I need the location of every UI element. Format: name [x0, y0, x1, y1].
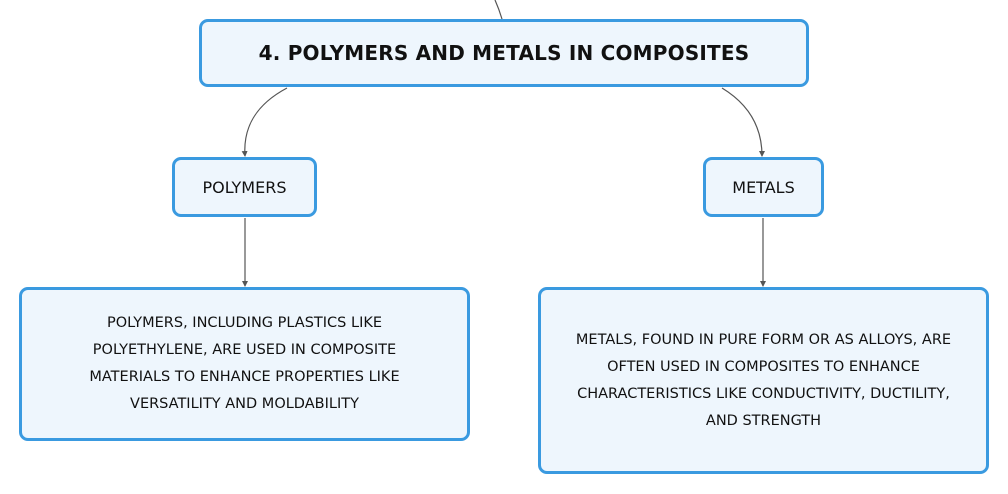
- root-node[interactable]: 4. POLYMERS AND METALS IN COMPOSITES: [199, 19, 809, 87]
- metals-description-text: METALS, FOUND IN PURE FORM OR AS ALLOYS,…: [575, 331, 952, 429]
- incoming-connector: [494, 0, 503, 20]
- polymers-node-label: POLYMERS: [202, 177, 287, 197]
- connector-root-to-metals: [721, 87, 765, 157]
- polymers-node[interactable]: POLYMERS: [172, 157, 317, 217]
- metals-node[interactable]: METALS: [703, 157, 824, 217]
- metals-description-node[interactable]: METALS, FOUND IN PURE FORM OR AS ALLOYS,…: [538, 287, 989, 474]
- root-node-label: 4. POLYMERS AND METALS IN COMPOSITES: [258, 41, 750, 65]
- metals-node-label: METALS: [732, 177, 795, 197]
- connector-root-to-polymers: [241, 87, 288, 157]
